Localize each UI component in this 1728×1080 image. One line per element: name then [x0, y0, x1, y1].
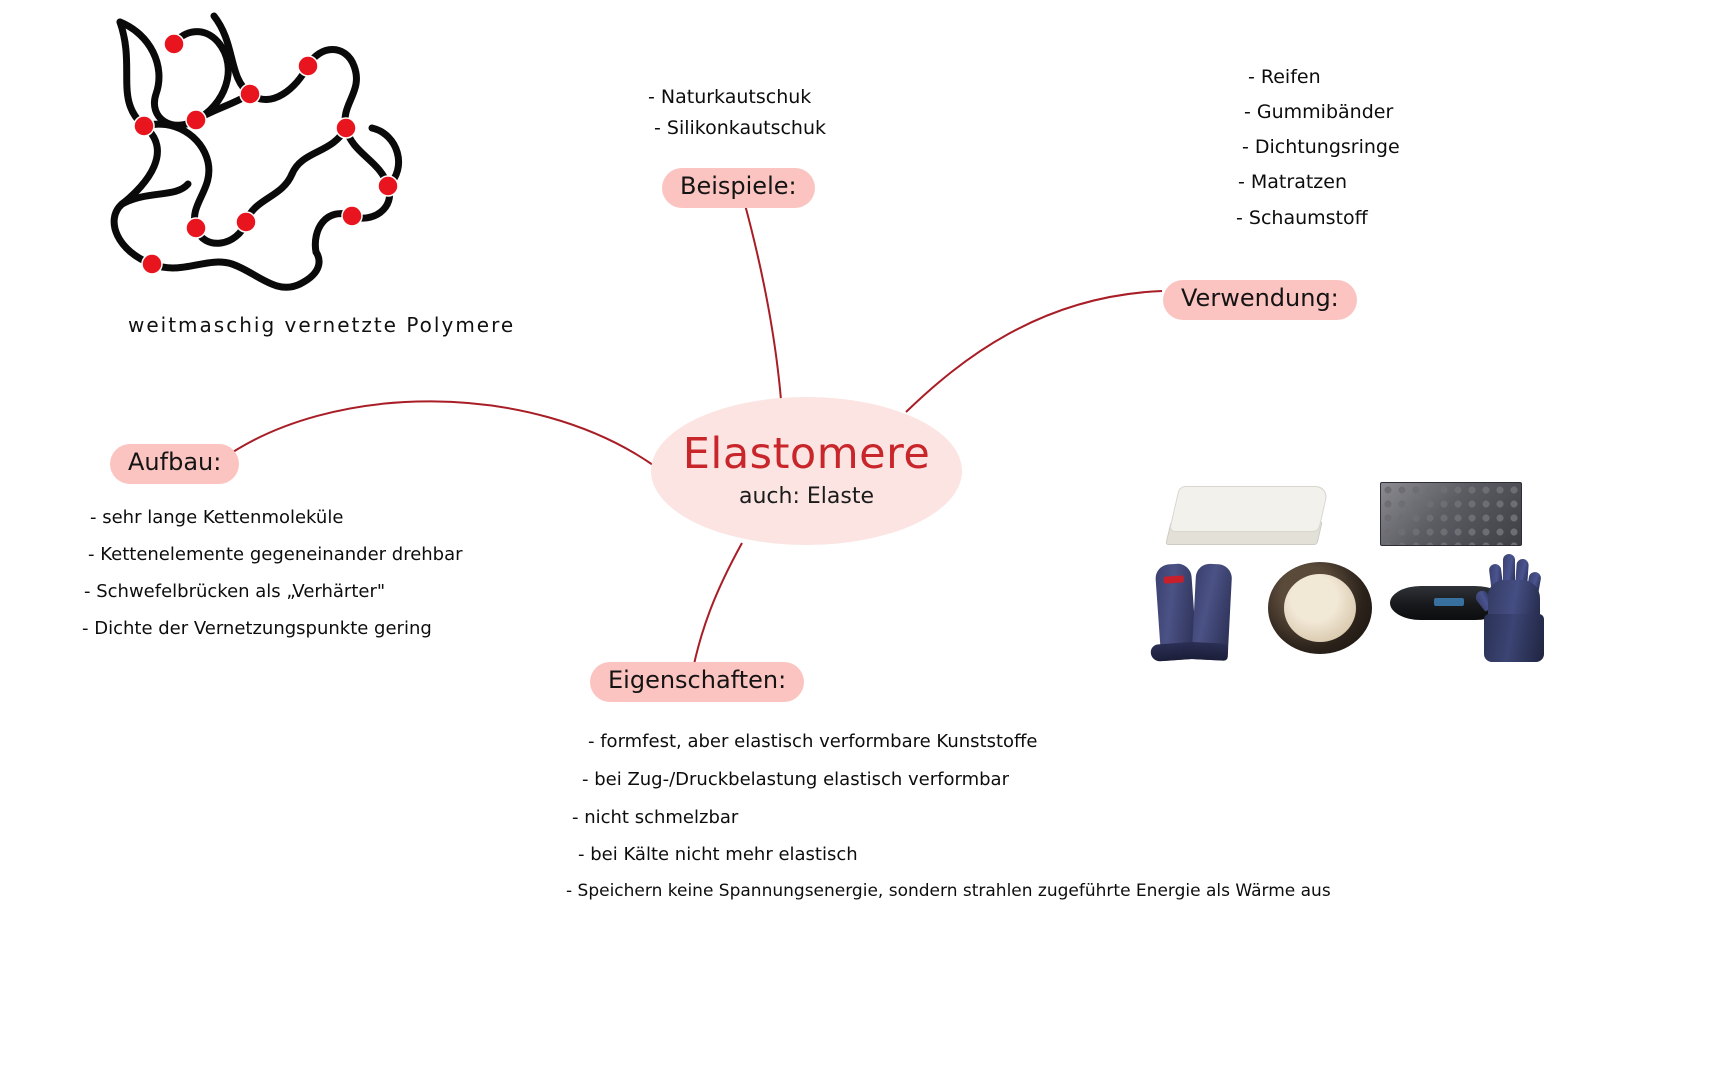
crosslink-node — [133, 115, 155, 137]
note-line: - Gummibänder — [1244, 101, 1394, 124]
crosslink-node — [341, 205, 363, 227]
link-beispiele — [743, 200, 782, 401]
note-line: - Speichern keine Spannungsenergie, sond… — [566, 881, 1331, 902]
central-node-subtitle: auch: Elaste — [739, 484, 874, 509]
band-logo — [1434, 598, 1464, 606]
branch-label-verwendung[interactable]: Verwendung: — [1163, 280, 1357, 320]
crosslink-node — [239, 83, 261, 105]
acoustic-foam-photo — [1380, 482, 1522, 546]
note-line: - Naturkautschuk — [648, 86, 812, 108]
note-line: - Matratzen — [1238, 171, 1347, 194]
crosslink-node — [377, 175, 399, 197]
note-line: - sehr lange Kettenmoleküle — [90, 507, 344, 528]
crosslink-node — [141, 253, 163, 275]
note-line: - nicht schmelzbar — [572, 806, 739, 828]
note-line: - bei Zug-/Druckbelastung elastisch verf… — [582, 768, 1009, 790]
crosslink-node — [235, 211, 257, 233]
notes-aufbau: - sehr lange Kettenmoleküle - Kettenelem… — [82, 500, 463, 648]
crosslink-node — [185, 217, 207, 239]
crosslink-node — [163, 33, 185, 55]
mattress-photo — [1165, 486, 1330, 554]
notes-beispiele: - Naturkautschuk - Silikonkautschuk — [648, 82, 826, 145]
notes-eigenschaften: - formfest, aber elastisch verformbare K… — [566, 723, 1331, 910]
crosslink-node — [185, 109, 207, 131]
boot-logo-tag — [1163, 575, 1184, 584]
branch-label-aufbau[interactable]: Aufbau: — [110, 444, 240, 484]
note-line: - Kettenelemente gegeneinander drehbar — [88, 543, 463, 565]
note-line: - Reifen — [1248, 66, 1321, 88]
note-line: - Schaumstoff — [1236, 206, 1368, 229]
rubber-glove-photo — [1473, 552, 1558, 662]
crosslink-node — [335, 117, 357, 139]
polymer-diagram-caption: weitmaschig vernetzte Polymere — [128, 313, 516, 337]
note-line: - Silikonkautschuk — [654, 117, 827, 140]
note-line: - Dichte der Vernetzungspunkte gering — [82, 617, 432, 639]
ring-inner — [1284, 574, 1356, 642]
product-photo-collage — [1140, 478, 1560, 668]
glove-finger — [1503, 554, 1515, 586]
crosslink-node — [297, 55, 319, 77]
polymer-network-diagram — [110, 12, 402, 291]
notes-verwendung: - Reifen - Gummibänder - Dichtungsringe … — [1236, 60, 1400, 236]
branch-label-eigenschaften[interactable]: Eigenschaften: — [590, 662, 805, 702]
note-line: - bei Kälte nicht mehr elastisch — [578, 844, 858, 866]
rubber-boots-photo — [1146, 556, 1254, 662]
condom-ring-photo — [1268, 562, 1372, 654]
note-line: - Schwefelbrücken als „Verhärter" — [84, 580, 386, 602]
central-node-title: Elastomere — [682, 429, 931, 479]
link-verwendung — [905, 290, 1163, 413]
branch-label-beispiele[interactable]: Beispiele: — [662, 168, 815, 208]
glove-cuff — [1484, 614, 1544, 662]
link-aufbau — [220, 400, 654, 466]
central-node[interactable]: Elastomere auch: Elaste — [651, 397, 962, 545]
boot-right — [1191, 563, 1233, 661]
note-line: - formfest, aber elastisch verformbare K… — [588, 731, 1038, 752]
link-eigenschaften — [690, 542, 743, 680]
mattress-top — [1168, 486, 1330, 532]
note-line: - Dichtungsringe — [1242, 136, 1400, 159]
